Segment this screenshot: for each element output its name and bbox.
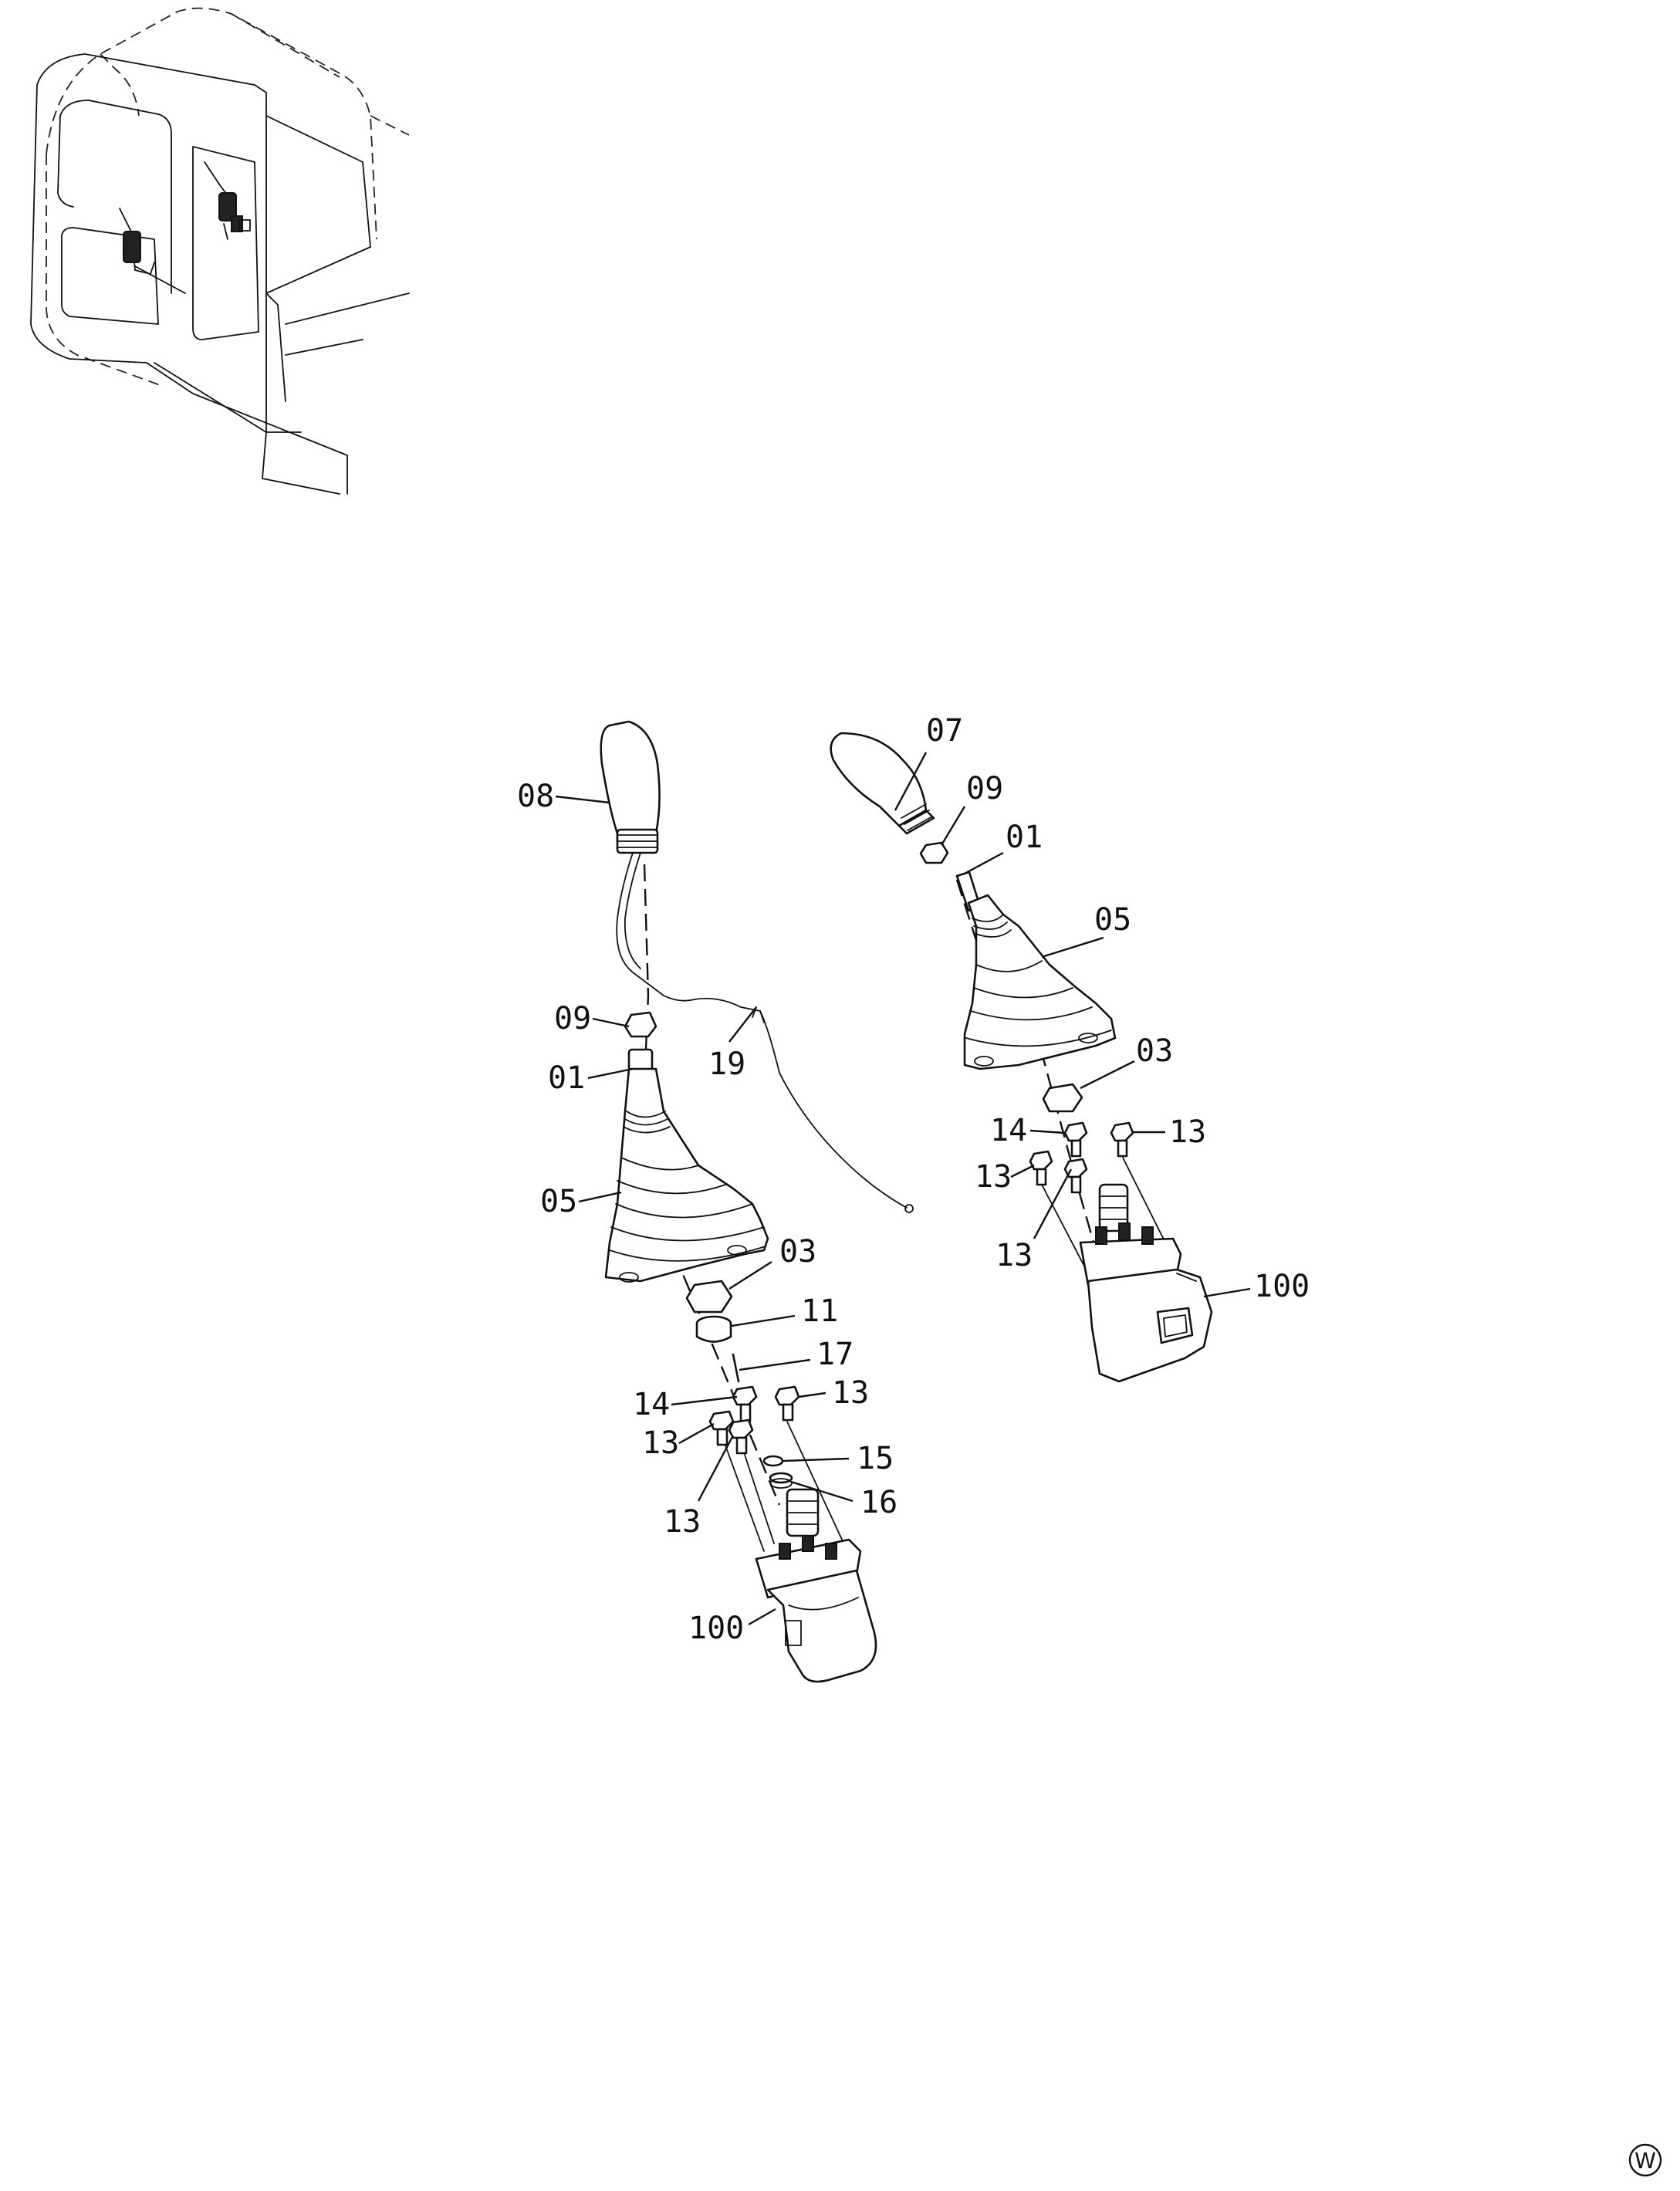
left-bolt-13-a-part (708, 1410, 735, 1446)
left-bolt-13-b-part (774, 1385, 800, 1422)
left-control-lever-assembly (600, 720, 914, 1683)
label-right-shaft: 01 (1006, 820, 1043, 855)
right-grip-part (830, 732, 935, 835)
left-spring-part (769, 1472, 793, 1489)
left-grip-part (600, 720, 661, 854)
label-left-shaft: 01 (548, 1060, 585, 1096)
label-right-bolt-14: 14 (990, 1113, 1027, 1148)
label-right-valve: 100 (1254, 1269, 1310, 1304)
label-right-nut-mid: 03 (1136, 1033, 1173, 1069)
label-left-bolt-13-b: 13 (832, 1375, 869, 1411)
leader-lines (555, 752, 1251, 1626)
left-washer-part (762, 1455, 784, 1467)
left-nut-03-part (685, 1280, 733, 1314)
right-boot-part (963, 894, 1117, 1070)
label-left-boot: 05 (540, 1184, 577, 1219)
right-pilot-valve-part (1079, 1183, 1213, 1383)
right-nut-09-part (919, 841, 949, 864)
label-left-bolt-14: 14 (633, 1387, 670, 1422)
label-right-bolt-13-a: 13 (975, 1159, 1012, 1195)
label-left-bolt-13-c: 13 (664, 1504, 701, 1540)
label-right-bolt-13-c: 13 (995, 1238, 1033, 1273)
label-left-washer: 15 (857, 1441, 894, 1476)
label-left-bolt-13-a: 13 (642, 1425, 679, 1461)
label-right-bolt-13-b: 13 (1169, 1114, 1206, 1150)
callout-labels: 08 09 01 19 05 03 11 17 14 13 13 13 15 1… (517, 713, 1310, 1646)
left-bolt-13-c-part (728, 1418, 754, 1455)
corner-mark-letter: W (1634, 2148, 1656, 2173)
label-right-grip: 07 (926, 713, 963, 749)
left-boot-part (604, 1067, 769, 1283)
label-right-nut-top: 09 (966, 771, 1003, 806)
label-left-harness-clip: 19 (708, 1046, 745, 1082)
left-ring-part (695, 1315, 732, 1343)
right-control-lever-assembly (830, 732, 1213, 1383)
right-bolt-13-b-part (1110, 1121, 1134, 1158)
label-left-valve: 100 (688, 1611, 744, 1646)
label-left-nut-mid: 03 (779, 1234, 816, 1270)
left-bolt-14-part (732, 1385, 758, 1423)
label-right-boot: 05 (1094, 902, 1131, 938)
label-left-grip: 08 (517, 779, 554, 814)
left-pin-part (732, 1353, 740, 1383)
corner-mark: W (1628, 2143, 1662, 2177)
label-left-nut-top: 09 (554, 1001, 591, 1036)
label-left-spring: 16 (860, 1485, 897, 1520)
right-bolt-13-a-part (1029, 1150, 1053, 1186)
label-left-pin: 17 (816, 1337, 854, 1372)
left-harness-wire (616, 852, 908, 1209)
cab-location-inset (30, 7, 410, 495)
left-nut-09-part (624, 1011, 657, 1038)
left-pilot-valve-part (755, 1488, 877, 1683)
right-nut-03-part (1042, 1083, 1083, 1113)
label-left-ring: 11 (801, 1293, 838, 1329)
